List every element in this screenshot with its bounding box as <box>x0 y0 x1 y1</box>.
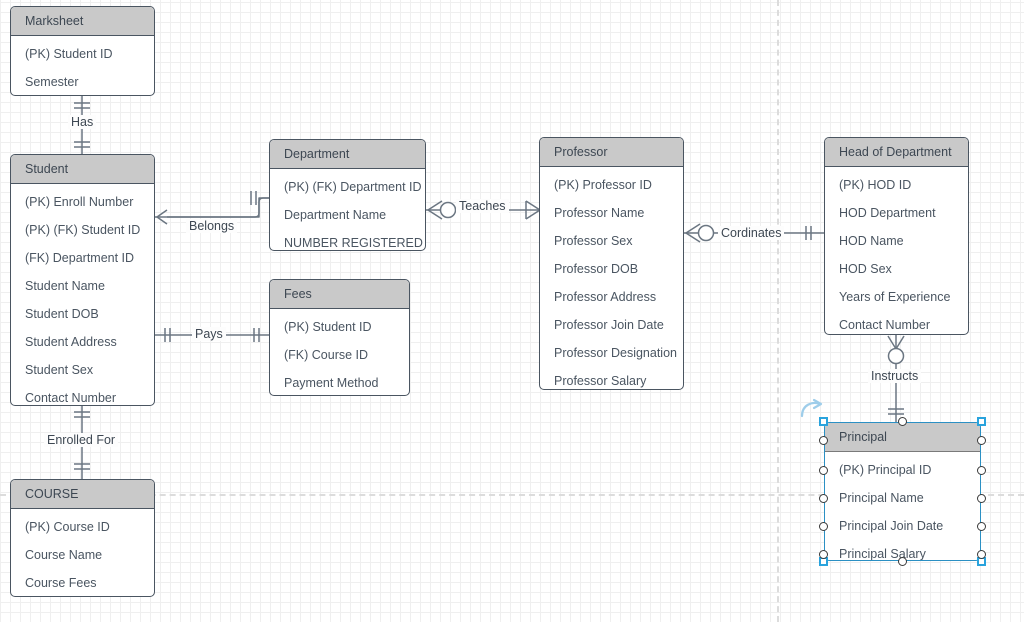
attribute-row: Student DOB <box>25 307 99 321</box>
connection-point-left-row[interactable] <box>819 494 828 503</box>
attribute-list: (PK) Professor ID Professor Name Profess… <box>540 167 683 389</box>
connector-belongs[interactable] <box>155 190 275 225</box>
attribute-row: (PK) HOD ID <box>839 178 912 192</box>
resize-handle-top-left[interactable] <box>819 417 828 426</box>
relationship-label-teaches: Teaches <box>456 199 509 213</box>
attribute-row: Student Name <box>25 279 105 293</box>
relationship-label-belongs: Belongs <box>186 219 238 233</box>
relationship-label-enrolled-for: Enrolled For <box>44 433 119 447</box>
entity-student[interactable]: Student (PK) Enroll Number (PK) (FK) Stu… <box>10 154 155 406</box>
attribute-row: Professor DOB <box>554 262 639 276</box>
attribute-row: Professor Address <box>554 290 657 304</box>
attribute-row: Student Sex <box>25 363 94 377</box>
attribute-row: Principal Name <box>839 491 924 505</box>
attribute-row: (FK) Course ID <box>284 348 369 362</box>
connection-point-left-row[interactable] <box>819 522 828 531</box>
attribute-row: Professor Designation <box>554 346 677 360</box>
attribute-row: HOD Department <box>839 206 936 220</box>
entity-title: Principal <box>825 423 980 452</box>
attribute-row: Semester <box>25 75 79 89</box>
entity-head-of-department[interactable]: Head of Department (PK) HOD ID HOD Depar… <box>824 137 969 335</box>
attribute-row: Professor Sex <box>554 234 633 248</box>
relationship-label-instructs: Instructs <box>868 369 922 383</box>
alignment-guide-horizontal <box>0 494 1024 496</box>
connection-point-right-row[interactable] <box>977 522 986 531</box>
attribute-row: (PK) Student ID <box>25 47 113 61</box>
entity-title: Professor <box>540 138 683 167</box>
entity-principal[interactable]: Principal (PK) Principal ID Principal Na… <box>824 422 981 561</box>
attribute-list: (PK) (FK) Department ID Department Name … <box>270 169 425 250</box>
connection-point-bottom[interactable] <box>898 557 907 566</box>
attribute-row: NUMBER REGISTERED <box>284 236 423 250</box>
attribute-row: Student Address <box>25 335 117 349</box>
rotate-handle-icon[interactable] <box>798 398 824 420</box>
attribute-row: Professor Salary <box>554 374 647 388</box>
attribute-row: (PK) Professor ID <box>554 178 652 192</box>
attribute-row: Contact Number <box>839 318 931 332</box>
entity-professor[interactable]: Professor (PK) Professor ID Professor Na… <box>539 137 684 390</box>
resize-handle-top-right[interactable] <box>977 417 986 426</box>
entity-department[interactable]: Department (PK) (FK) Department ID Depar… <box>269 139 426 251</box>
entity-title: COURSE <box>11 480 154 509</box>
alignment-guide-vertical <box>777 0 779 622</box>
attribute-row: Course Fees <box>25 576 97 590</box>
connection-point-right-row[interactable] <box>977 466 986 475</box>
connection-point-left-row[interactable] <box>819 466 828 475</box>
selection-overlay-principal <box>800 398 986 566</box>
attribute-list: (PK) Student ID Semester <box>11 36 154 95</box>
attribute-row: (PK) Student ID <box>284 320 372 334</box>
connection-point-left-row[interactable] <box>819 436 828 445</box>
connection-point-right-row[interactable] <box>977 550 986 559</box>
connection-point-right-row[interactable] <box>977 494 986 503</box>
attribute-list: (PK) Enroll Number (PK) (FK) Student ID … <box>11 184 154 405</box>
relationship-label-cordinates: Cordinates <box>718 226 785 240</box>
attribute-list: (PK) Course ID Course Name Course Fees <box>11 509 154 596</box>
attribute-list: (PK) HOD ID HOD Department HOD Name HOD … <box>825 167 968 334</box>
attribute-row: Years of Experience <box>839 290 951 304</box>
connection-point-right-row[interactable] <box>977 436 986 445</box>
attribute-row: Course Name <box>25 548 103 562</box>
attribute-row: (PK) Course ID <box>25 520 110 534</box>
attribute-row: HOD Sex <box>839 262 892 276</box>
entity-title: Fees <box>270 280 409 309</box>
attribute-row: (PK) (FK) Department ID <box>284 180 422 194</box>
attribute-row: Principal Join Date <box>839 519 944 533</box>
attribute-row: Contact Number <box>25 391 117 405</box>
attribute-row: HOD Name <box>839 234 904 248</box>
attribute-row: Payment Method <box>284 376 379 390</box>
entity-marksheet[interactable]: Marksheet (PK) Student ID Semester <box>10 6 155 96</box>
entity-fees[interactable]: Fees (PK) Student ID (FK) Course ID Paym… <box>269 279 410 396</box>
entity-title: Department <box>270 140 425 169</box>
attribute-row: (FK) Department ID <box>25 251 135 265</box>
attribute-row: (PK) Principal ID <box>839 463 932 477</box>
attribute-list: (PK) Principal ID Principal Name Princip… <box>825 452 980 561</box>
entity-title: Marksheet <box>11 7 154 36</box>
attribute-row: Professor Join Date <box>554 318 664 332</box>
relationship-label-pays: Pays <box>192 327 226 341</box>
attribute-list: (PK) Student ID (FK) Course ID Payment M… <box>270 309 409 395</box>
relationship-label-has: Has <box>68 115 97 129</box>
entity-title: Head of Department <box>825 138 968 167</box>
attribute-row: (PK) Enroll Number <box>25 195 134 209</box>
attribute-row: (PK) (FK) Student ID <box>25 223 141 237</box>
attribute-row: Professor Name <box>554 206 645 220</box>
connection-point-top[interactable] <box>898 417 907 426</box>
entity-title: Student <box>11 155 154 184</box>
attribute-row: Principal Salary <box>839 547 926 561</box>
attribute-row: Department Name <box>284 208 387 222</box>
connection-point-left-row[interactable] <box>819 550 828 559</box>
entity-course[interactable]: COURSE (PK) Course ID Course Name Course… <box>10 479 155 597</box>
